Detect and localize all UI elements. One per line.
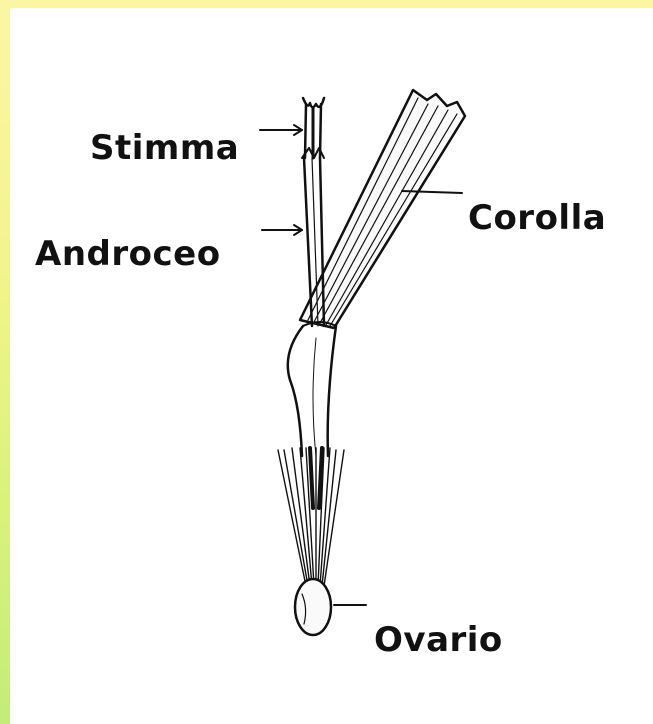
ovario-label: Ovario <box>374 623 503 657</box>
androceo-label: Androceo <box>35 237 221 271</box>
stimma-tips <box>302 98 324 158</box>
ovario-body <box>295 579 331 635</box>
corolla-label: Corolla <box>468 201 606 235</box>
stimma-label: Stimma <box>90 131 239 165</box>
corolla-tube <box>288 322 336 456</box>
diagram-panel: Stimma Androceo Corolla Ovario <box>10 8 653 724</box>
floret-drawing <box>10 8 653 724</box>
corolla-strap <box>300 90 465 328</box>
pappus <box>278 448 344 586</box>
